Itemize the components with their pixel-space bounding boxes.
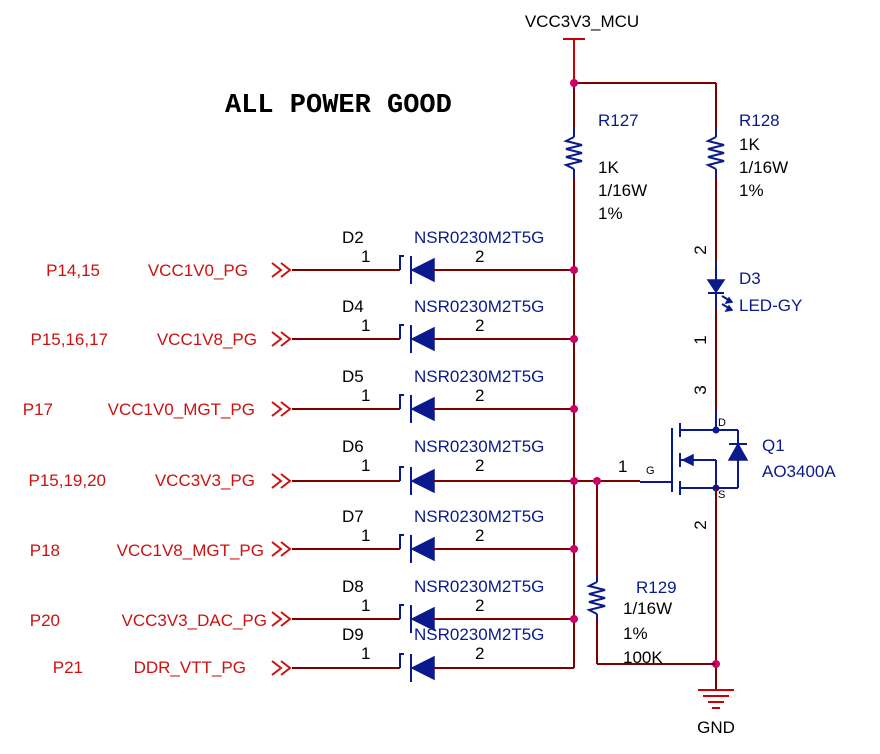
d8-net-label: VCC3V3_DAC_PG [121,611,267,630]
junction-dot [570,79,578,87]
d2-part: NSR0230M2T5G [414,228,544,247]
r129-power: 1/16W [623,599,672,618]
q1-ref: Q1 [762,436,785,455]
resistor-r128: R128 1K 1/16W 1% [705,111,788,200]
d7-ref: D7 [342,507,364,526]
ground-label: GND [697,718,735,737]
d8-pin1: 1 [361,596,370,615]
power-net-label: VCC3V3_MCU [525,12,639,31]
r128-ref: R128 [739,111,780,130]
d9-part: NSR0230M2T5G [414,625,544,644]
r129-ref: R129 [636,578,677,597]
d6-page-ref: P15,19,20 [28,471,106,490]
d3-ref: D3 [739,269,761,288]
ground-symbol [698,689,734,709]
d6-part: NSR0230M2T5G [414,437,544,456]
r128-tolerance: 1% [739,181,764,200]
r128-power: 1/16W [739,158,788,177]
resistor-r129: R129 1/16W 1% 100K [586,575,677,667]
diode-row-d4: D4 NSR0230M2T5G 1 2 [271,297,578,353]
d2-page-ref: P14,15 [46,261,100,280]
r127-power: 1/16W [598,181,647,200]
junction-dot [593,477,601,485]
diode-row-d9: D9 NSR0230M2T5G 1 2 [271,625,574,682]
d9-pin1: 1 [361,644,370,663]
d5-ref: D5 [342,367,364,386]
d5-pin2: 2 [475,386,484,405]
d9-net-label: DDR_VTT_PG [134,658,246,677]
d7-net-label: VCC1V8_MGT_PG [117,541,264,560]
schematic-title: ALL POWER GOOD [225,91,452,121]
mosfet-q1: 3 D S G 1 Q1 AO3400A 2 [618,385,836,529]
d3-cathode-pin: 1 [691,335,710,344]
d7-page-ref: P18 [30,541,60,560]
q1-drain-letter: D [718,417,726,429]
d5-part: NSR0230M2T5G [414,367,544,386]
diode-row-d7: D7 NSR0230M2T5G 1 2 [271,507,578,563]
q1-drain-pin: 3 [691,385,710,394]
d8-ref: D8 [342,577,364,596]
q1-gate-letter: G [646,465,655,477]
r129-value: 100K [623,648,663,667]
power-symbol [563,38,585,83]
d9-page-ref: P21 [53,658,83,677]
q1-source-pin: 2 [691,520,710,529]
d2-pin1: 1 [361,247,370,266]
d6-net-label: VCC3V3_PG [155,471,255,490]
r128-value: 1K [739,135,760,154]
d4-pin1: 1 [361,316,370,335]
d4-ref: D4 [342,297,364,316]
resistor-r127: R127 1K 1/16W 1% [563,111,647,223]
d2-net-label: VCC1V0_PG [148,261,248,280]
d6-pin2: 2 [475,456,484,475]
d5-net-label: VCC1V0_MGT_PG [108,400,255,419]
led-d3: 2 D3 LED-GY 1 [691,245,802,344]
d5-page-ref: P17 [23,400,53,419]
diode-row-d8: D8 NSR0230M2T5G 1 2 [271,577,578,633]
gate-wiring [574,480,716,665]
d3-part: LED-GY [739,296,802,315]
r129-tolerance: 1% [623,624,648,643]
d3-anode-pin: 2 [691,245,710,254]
q1-source-letter: S [718,489,725,501]
d7-pin2: 2 [475,526,484,545]
d9-pin2: 2 [475,644,484,663]
d7-part: NSR0230M2T5G [414,507,544,526]
d5-pin1: 1 [361,386,370,405]
q1-gate-pin: 1 [618,457,627,476]
r127-tolerance: 1% [598,204,623,223]
d4-net-label: VCC1V8_PG [157,330,257,349]
d2-ref: D2 [342,228,364,247]
r127-ref: R127 [598,111,639,130]
d7-pin1: 1 [361,526,370,545]
supply-rail-wire [573,82,717,127]
d2-pin2: 2 [475,247,484,266]
d8-page-ref: P20 [30,611,60,630]
d4-pin2: 2 [475,316,484,335]
diode-row-d5: D5 NSR0230M2T5G 1 2 [271,367,578,423]
d6-ref: D6 [342,437,364,456]
diode-row-d2: D2 NSR0230M2T5G 1 2 [271,228,578,284]
d6-pin1: 1 [361,456,370,475]
d4-part: NSR0230M2T5G [414,297,544,316]
diode-row-d6: D6 NSR0230M2T5G 1 2 [271,437,578,495]
d9-ref: D9 [342,625,364,644]
q1-part: AO3400A [762,462,836,481]
d8-pin2: 2 [475,596,484,615]
r127-value: 1K [598,158,619,177]
d4-page-ref: P15,16,17 [30,330,108,349]
d8-part: NSR0230M2T5G [414,577,544,596]
